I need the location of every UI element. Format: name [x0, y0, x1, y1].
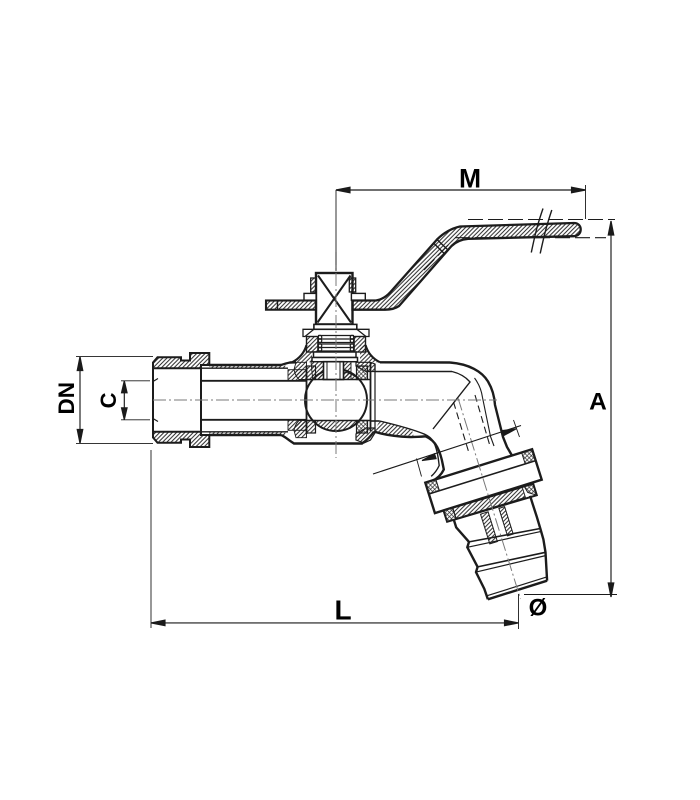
- svg-text:Ø: Ø: [529, 595, 548, 622]
- svg-text:M: M: [459, 164, 481, 194]
- svg-text:L: L: [334, 595, 351, 626]
- svg-text:DN: DN: [54, 382, 79, 415]
- svg-text:A: A: [589, 389, 607, 416]
- svg-text:C: C: [96, 392, 121, 408]
